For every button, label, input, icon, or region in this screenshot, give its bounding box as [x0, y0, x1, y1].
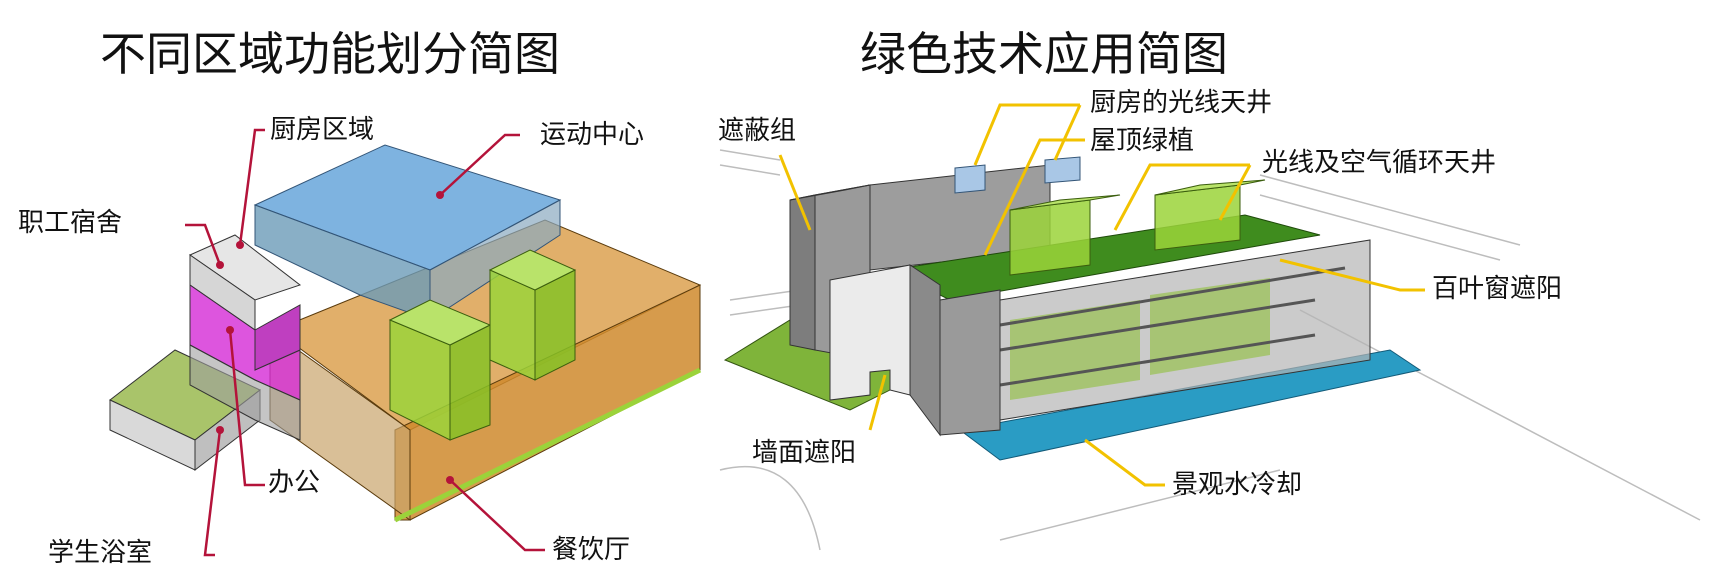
- facade-green-inner-2: [1150, 278, 1270, 375]
- leader-light-air-well-a: [1113, 163, 1250, 231]
- label-shade-group: 遮蔽组: [718, 116, 797, 146]
- label-sports: 运动中心: [540, 120, 645, 150]
- office-base: [189, 344, 301, 441]
- dot-dining: [446, 476, 454, 484]
- magenta-side: [254, 304, 301, 371]
- dot-dorm: [216, 261, 224, 269]
- label-wall-shade: 墙面遮阳: [752, 438, 857, 468]
- label-shower: 学生浴室: [48, 538, 153, 568]
- shade-group-front: [789, 194, 816, 351]
- kitchen-chimney-1: [954, 164, 986, 194]
- lightwell-2-top: [1154, 179, 1266, 196]
- kitchen-chimney-2: [1044, 156, 1081, 184]
- leader-dining: [449, 479, 545, 552]
- left-panel-title: 不同区域功能划分简图: [100, 27, 560, 81]
- leader-sports: [439, 133, 520, 196]
- label-louver: 百叶窗遮阳: [1432, 274, 1563, 304]
- leader-light-air-well-b: [1218, 164, 1252, 221]
- left-leader-dots: [216, 191, 454, 484]
- leader-water-cooling: [1084, 438, 1165, 487]
- leader-dorm: [185, 223, 222, 266]
- leader-shade-group: [778, 154, 812, 231]
- dot-office: [226, 326, 234, 334]
- leader-kitchen-lightwell-a: [973, 103, 1080, 166]
- leader-office: [228, 329, 265, 487]
- leader-kitchen: [238, 128, 265, 246]
- leader-shower: [203, 429, 222, 557]
- dot-kitchen: [236, 241, 244, 249]
- right-panel-title: 绿色技术应用简图: [860, 27, 1228, 81]
- leader-green-roof: [983, 138, 1085, 256]
- label-office: 办公: [268, 468, 321, 498]
- louver-lines: [999, 266, 1346, 387]
- label-kitchen: 厨房区域: [270, 115, 375, 145]
- label-green-roof: 屋顶绿植: [1090, 126, 1195, 156]
- label-light-air-well: 光线及空气循环天井: [1262, 148, 1497, 178]
- sports-front: [254, 204, 431, 321]
- label-water-cooling: 景观水冷却: [1172, 470, 1303, 500]
- right-diagram: [719, 103, 1701, 551]
- label-dining: 餐饮厅: [552, 535, 631, 565]
- leader-wall-shade: [868, 374, 887, 431]
- label-kitchen-lightwell: 厨房的光线天井: [1090, 88, 1273, 118]
- left-diagram: [109, 128, 702, 557]
- lightwell-1-front: [1009, 199, 1091, 276]
- leader-kitchen-lightwell-b: [1053, 104, 1082, 161]
- leader-louver: [1279, 258, 1425, 292]
- dining-base-strip: [393, 367, 702, 523]
- green-volume-2-top: [488, 249, 577, 291]
- lightwell-2-front: [1154, 184, 1241, 251]
- wall-shade-side: [909, 264, 941, 437]
- left-leader-lines: [185, 128, 545, 557]
- facade-green-inner: [1010, 300, 1140, 400]
- wall-shade-2: [939, 289, 1001, 436]
- right-leader-lines: [778, 103, 1425, 487]
- label-staff-dorm: 职工宿舍: [18, 208, 123, 238]
- dot-sports: [436, 191, 444, 199]
- dot-shower: [216, 426, 224, 434]
- lightwell-1-top: [1009, 194, 1121, 211]
- wall-shade-front: [829, 264, 911, 401]
